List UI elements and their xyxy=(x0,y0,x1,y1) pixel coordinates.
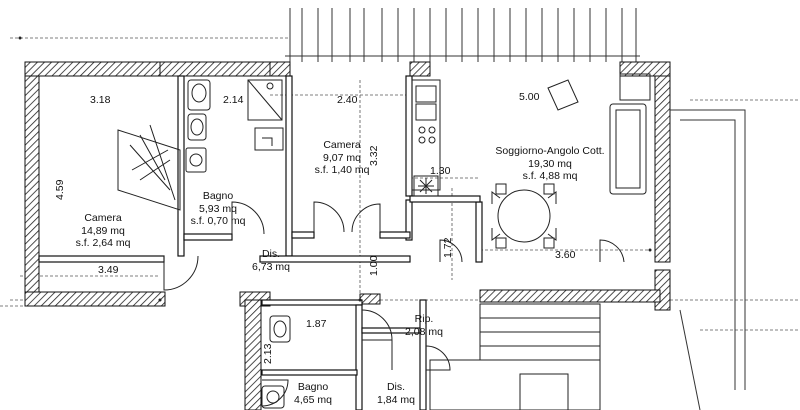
bathroom-fixtures-top xyxy=(185,79,284,173)
room-label-dis-bottom: Dis. 1,84 mq xyxy=(368,381,424,406)
outer-walls xyxy=(24,61,671,410)
room-label-camera-mid: Camera 9,07 mq s.f. 1,40 mq xyxy=(300,139,384,177)
room-sf: s.f. 4,88 mq xyxy=(522,170,578,182)
room-label-rip: Rip. 2,08 mq xyxy=(392,313,456,338)
dimension-markers xyxy=(18,36,652,302)
room-area: 2,08 mq xyxy=(405,325,443,338)
room-label-soggiorno: Soggiorno-Angolo Cott. 19,30 mq s.f. 4,8… xyxy=(484,145,616,183)
room-name: Bagno xyxy=(202,190,234,202)
room-label-camera-left: Camera 14,89 mq s.f. 2,64 mq xyxy=(58,212,148,250)
room-area: 4,65 mq xyxy=(294,393,332,406)
dimension-label: 5.00 xyxy=(519,91,540,103)
dimension-label: 1.87 xyxy=(306,318,327,330)
door-swings xyxy=(163,201,625,407)
bathroom-fixtures-bottom xyxy=(261,315,291,409)
dimension-label: 3.18 xyxy=(90,94,111,106)
dimension-label-vertical: 2.13 xyxy=(262,343,274,364)
interior-walls xyxy=(38,75,483,410)
staircase xyxy=(429,303,601,410)
room-name: Bagno xyxy=(297,381,329,393)
room-area: 9,07 mq xyxy=(323,151,361,164)
room-name: Dis. xyxy=(386,381,406,393)
dimension-label: 1.30 xyxy=(430,165,451,177)
room-name: Rip. xyxy=(414,313,434,325)
room-area: 6,73 mq xyxy=(252,260,290,273)
dimension-label-vertical: 1.00 xyxy=(368,255,380,276)
room-label-dis-main: Dis. 6,73 mq xyxy=(236,248,306,273)
room-label-bagno-bottom: Bagno 4,65 mq xyxy=(282,381,344,406)
room-area: 14,89 mq xyxy=(81,224,125,237)
room-sf: s.f. 2,64 mq xyxy=(75,237,131,249)
kitchen-counter xyxy=(411,79,441,197)
room-label-bagno-top: Bagno 5,93 mq s.f. 0,70 mq xyxy=(180,190,256,228)
dimension-label: 3.49 xyxy=(98,264,119,276)
dimension-label-vertical: 1.72 xyxy=(442,237,454,258)
dimension-label: 3.60 xyxy=(555,249,576,261)
room-sf: s.f. 0,70 mq xyxy=(190,215,246,227)
dimension-label: 2.40 xyxy=(337,94,358,106)
terrace-outline xyxy=(670,109,746,410)
room-area: 1,84 mq xyxy=(377,393,415,406)
room-name: Camera xyxy=(84,212,122,224)
room-sf: s.f. 1,40 mq xyxy=(314,164,370,176)
dimension-label-vertical: 4.59 xyxy=(54,179,66,200)
room-name: Camera xyxy=(323,139,361,151)
room-name: Dis. xyxy=(261,248,281,260)
dimension-label: 2.14 xyxy=(223,94,244,106)
room-area: 5,93 mq xyxy=(199,202,237,215)
living-furniture xyxy=(491,73,651,249)
bed-left xyxy=(117,124,181,211)
balcony-railing xyxy=(285,8,640,62)
room-name: Soggiorno-Angolo Cott. xyxy=(495,145,605,157)
room-area: 19,30 mq xyxy=(528,157,572,170)
